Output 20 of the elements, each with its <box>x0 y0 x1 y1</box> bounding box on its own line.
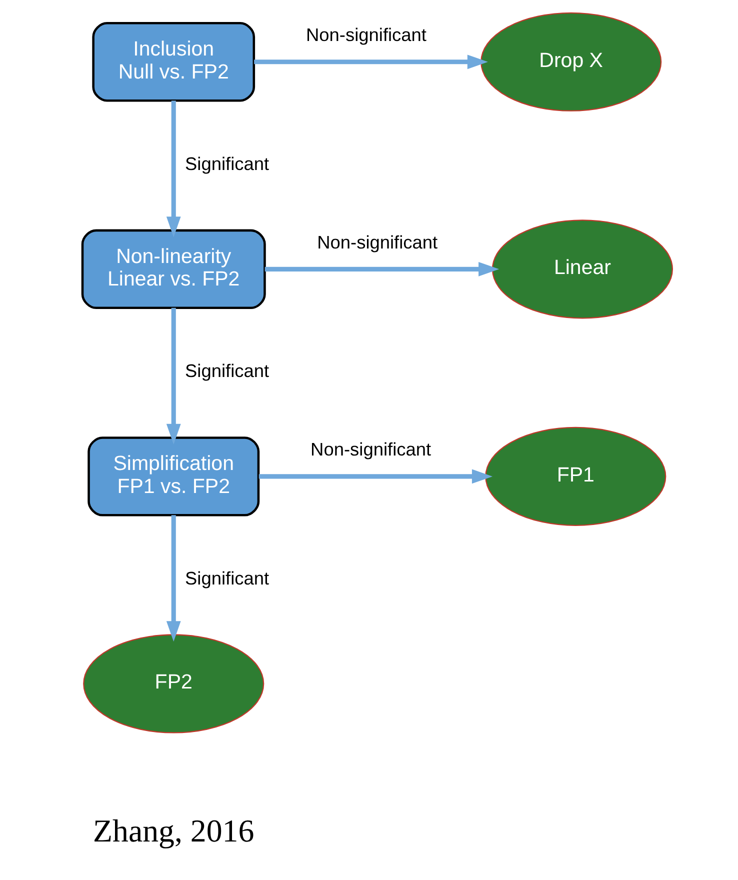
node-box: Simplification FP1 vs. FP2 <box>87 436 260 516</box>
arrow <box>258 469 492 484</box>
arrow <box>166 100 180 238</box>
edge-label: Significant <box>184 568 269 588</box>
node-box: Non-linearity Linear vs. FP2 <box>80 229 266 310</box>
node-ellipse: FP1 <box>484 426 666 526</box>
edge-label: Significant <box>184 361 269 382</box>
arrow <box>166 515 180 642</box>
edge-label: Non-significant <box>306 25 426 46</box>
edge-label: Significant <box>184 154 269 174</box>
edge-label: Non-significant <box>310 440 431 460</box>
label: Zhang, 2016 <box>92 813 254 848</box>
node-ellipse: Drop X <box>480 12 662 112</box>
node-ellipse: Linear <box>491 220 673 319</box>
node-box: Inclusion Null vs. FP2 <box>92 22 255 102</box>
edge-label: Non-significant <box>316 232 438 252</box>
arrow <box>264 262 499 276</box>
arrow <box>254 54 488 70</box>
node-ellipse: FP2 <box>82 634 264 734</box>
arrow <box>166 308 180 444</box>
